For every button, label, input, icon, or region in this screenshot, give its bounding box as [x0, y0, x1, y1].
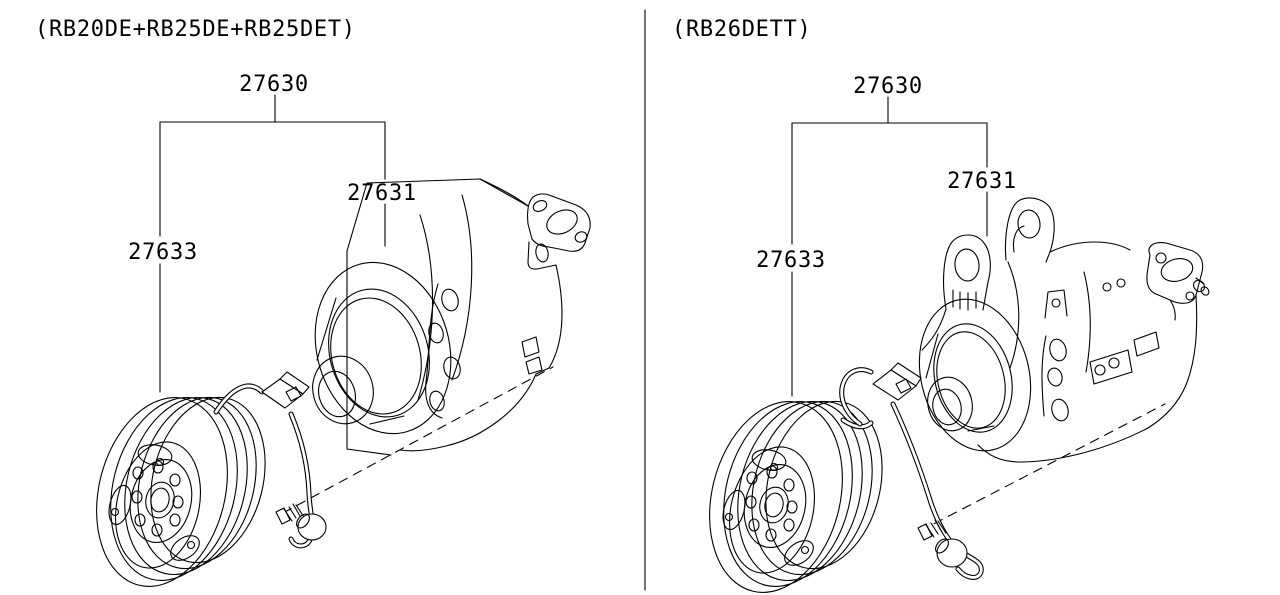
right-diagram-panel: (RB26DETT) 27630 27631 27633 — [672, 17, 1210, 593]
left-shaft-nose — [312, 297, 405, 425]
right-top-lug — [1044, 289, 1068, 319]
left-compressor-rear-plate — [346, 178, 529, 456]
right-port-flange — [1146, 242, 1210, 321]
left-pulley-face-ring — [114, 441, 202, 569]
right-shaft-nose — [925, 333, 995, 432]
right-clutch-pulley — [709, 400, 883, 593]
left-leader-lines — [159, 94, 386, 393]
left-mounting-lugs — [425, 283, 461, 419]
left-part-label-27631: 27631 — [347, 181, 417, 206]
left-compressor-housing — [399, 178, 563, 452]
left-front-housing-rings — [314, 261, 452, 435]
right-leader-lines — [791, 96, 988, 397]
left-pulley-belt-grooves — [110, 396, 266, 581]
left-clutch-plate-holes — [131, 460, 184, 537]
left-port-flange — [527, 193, 591, 270]
right-part-label-27633: 27633 — [756, 248, 826, 273]
left-clutch-windows — [108, 444, 200, 561]
right-clutch-windows — [722, 449, 814, 566]
left-part-label-27630: 27630 — [239, 72, 309, 97]
left-assembly-dashed-line — [282, 366, 554, 514]
right-part-label-27630: 27630 — [853, 74, 923, 99]
left-part-label-27633: 27633 — [128, 240, 198, 265]
right-pulley-face-ring — [728, 446, 816, 574]
right-wire-harness — [839, 362, 984, 580]
left-wire-harness — [213, 371, 327, 549]
right-pulley-front-rim — [709, 401, 843, 593]
right-mounting-lugs — [1041, 335, 1069, 422]
left-pulley-front-rim — [96, 397, 228, 587]
right-mount-ear-front — [921, 234, 991, 351]
right-compressor-unit — [918, 197, 1210, 463]
right-harness-connector — [872, 362, 922, 401]
right-assembly-dashed-line — [919, 403, 1166, 532]
right-engine-variant-title: (RB26DETT) — [672, 17, 811, 42]
left-harness-connector — [261, 371, 310, 409]
right-pressure-switch — [917, 519, 968, 568]
left-clutch-pulley — [96, 396, 266, 587]
right-compressor-housing — [977, 261, 1198, 463]
left-flange-port-oval — [546, 209, 578, 235]
right-body-top-edge — [1049, 241, 1131, 253]
right-clutch-plate-holes — [745, 465, 798, 542]
right-mount-ear-top — [1005, 197, 1055, 263]
left-compressor-unit — [312, 178, 591, 456]
left-flange-bolt-hole-bottom — [574, 231, 588, 243]
left-engine-variant-title: (RB20DE+RB25DE+RB25DET) — [35, 17, 356, 42]
left-pressure-switch — [275, 503, 327, 541]
left-flange-bolt-hole-top — [532, 200, 548, 212]
right-part-label-27631: 27631 — [947, 169, 1017, 194]
left-diagram-panel: (RB20DE+RB25DE+RB25DET) 27630 27631 2763… — [35, 17, 591, 587]
right-front-housing-rings — [918, 298, 1032, 452]
